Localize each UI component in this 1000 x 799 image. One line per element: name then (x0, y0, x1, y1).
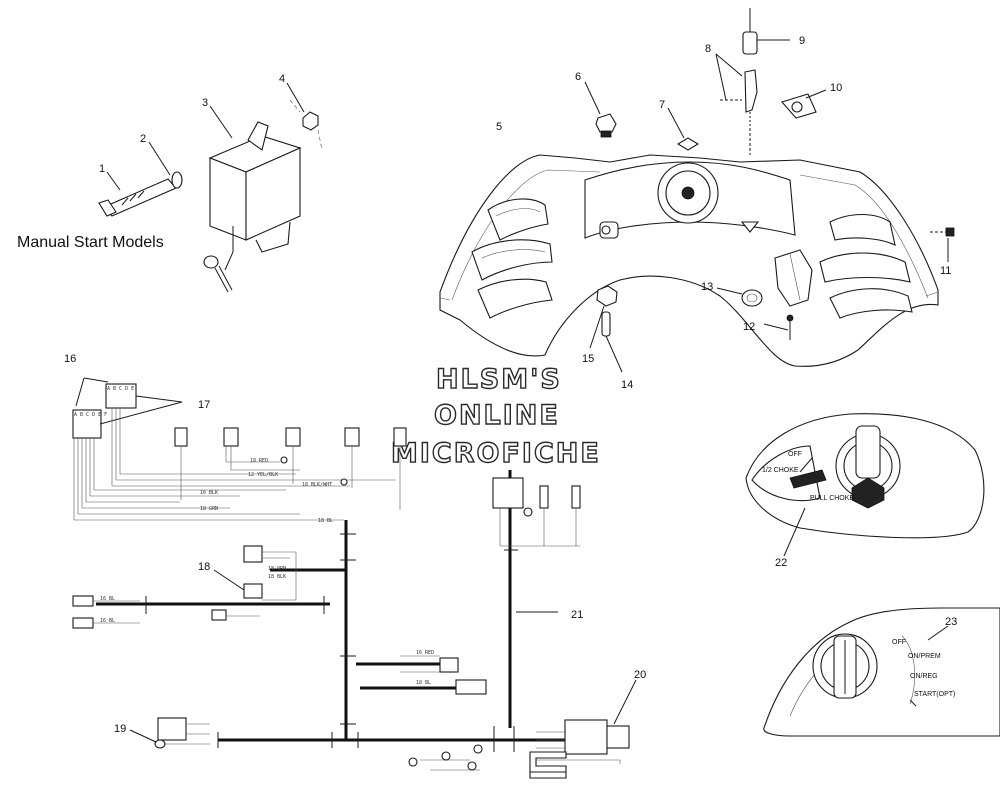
callout-2: 2 (140, 133, 146, 145)
knob-9 (742, 8, 790, 55)
choke-cable-8 (715, 53, 758, 155)
svg-text:18 RED: 18 RED (250, 458, 268, 464)
screw-11 (930, 227, 955, 262)
screw-12 (763, 314, 794, 340)
callout-4: 4 (279, 73, 285, 85)
svg-text:16 RED: 16 RED (416, 650, 434, 656)
choke-pull-label: PULL CHOKE (810, 495, 854, 502)
callout-10: 10 (830, 82, 842, 94)
watermark: HLSM'S ONLINE MICROFICHE (390, 363, 601, 469)
bolt-part (98, 178, 177, 217)
clip-7 (667, 107, 700, 151)
callout-3: 3 (202, 97, 208, 109)
watermark-line-1: HLSM'S (436, 364, 562, 395)
callout-12: 12 (743, 321, 755, 333)
console-assembly (439, 154, 939, 367)
left-vents (471, 198, 553, 319)
svg-text:18 BLK/WHT: 18 BLK/WHT (302, 482, 332, 488)
relay-box-part (208, 121, 302, 271)
svg-text:16 BL: 16 BL (100, 618, 115, 624)
svg-text:A B C D E: A B C D E (107, 386, 134, 392)
callout-18: 18 (198, 561, 210, 573)
callout-7: 7 (659, 99, 665, 111)
callout-1: 1 (99, 163, 105, 175)
callout-15: 15 (582, 353, 594, 365)
key-start-label: START(OPT) (914, 691, 955, 698)
callout-8: 8 (705, 43, 711, 55)
callout-23: 23 (945, 616, 957, 628)
watermark-line-2: ONLINE (434, 400, 560, 431)
callout-11: 11 (940, 265, 951, 277)
svg-text:18 BL: 18 BL (318, 518, 333, 524)
callout-5: 5 (496, 121, 502, 133)
manual-start-caption: Manual Start Models (17, 234, 164, 251)
svg-text:18 GRN: 18 GRN (200, 506, 218, 512)
fastener-6 (584, 81, 617, 138)
key-prem-label: ON/PREM (908, 653, 941, 660)
choke-off-label: OFF (788, 451, 802, 458)
choke-half-label: 1/2 CHOKE (762, 467, 799, 474)
callout-20: 20 (634, 669, 646, 681)
callout-14: 14 (621, 379, 633, 391)
keyswitch-detail: OFF ON/PREM ON/REG START(OPT) (763, 607, 1000, 737)
callout-6: 6 (575, 71, 581, 83)
callout-22: 22 (775, 557, 787, 569)
callout-19: 19 (114, 723, 126, 735)
wiring-harness: A B C D E F A B C D E 18 RED 12 YEL/BLK … (72, 377, 637, 779)
svg-text:12 YEL/BLK: 12 YEL/BLK (248, 472, 278, 478)
callout-16: 16 (64, 353, 76, 365)
callout-17: 17 (198, 399, 210, 411)
svg-text:16 BL: 16 BL (100, 596, 115, 602)
right-vents (819, 214, 913, 319)
choke-detail: OFF 1/2 CHOKE PULL CHOKE (745, 413, 985, 557)
washer-part (171, 171, 183, 189)
svg-text:18 BL: 18 BL (416, 680, 431, 686)
callout-9: 9 (799, 35, 805, 47)
svg-text:18 BLK: 18 BLK (268, 574, 286, 580)
grommet-13 (716, 287, 763, 307)
watermark-line-3: MICROFICHE (391, 438, 601, 469)
relay-assembly (98, 82, 323, 293)
key-off-label: OFF (892, 639, 906, 646)
ring-terminal (203, 255, 233, 293)
svg-text:18 ORN: 18 ORN (268, 566, 286, 572)
nut-part (289, 99, 323, 151)
svg-text:16 BLK: 16 BLK (200, 490, 218, 496)
callout-labels: 1 2 3 4 5 6 7 8 9 10 11 12 13 14 15 16 1… (64, 35, 957, 735)
key-reg-label: ON/REG (910, 673, 938, 680)
nut-15 (589, 285, 618, 349)
bulb-14 (601, 311, 623, 373)
bracket-10 (781, 89, 827, 119)
svg-text:A B C D E F: A B C D E F (74, 412, 107, 418)
callout-21: 21 (571, 609, 583, 621)
callout-13: 13 (701, 281, 713, 293)
